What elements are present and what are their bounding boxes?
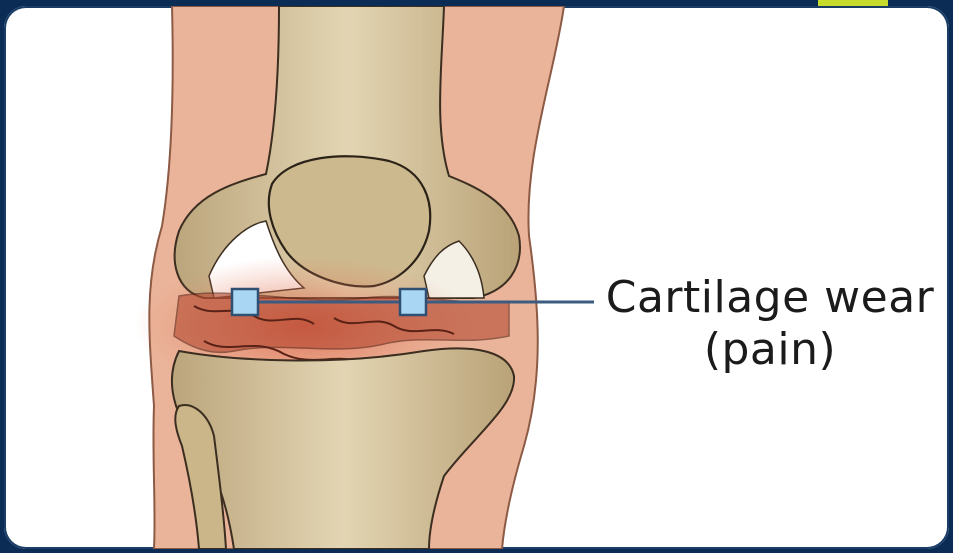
wear-marker-left bbox=[232, 289, 258, 315]
annotation-title: Cartilage wear bbox=[600, 272, 940, 324]
annotation-label: Cartilage wear (pain) bbox=[600, 272, 940, 376]
illustration-panel: Cartilage wear (pain) bbox=[4, 6, 949, 549]
wear-marker-right bbox=[400, 289, 426, 315]
annotation-subtitle: (pain) bbox=[600, 324, 940, 376]
